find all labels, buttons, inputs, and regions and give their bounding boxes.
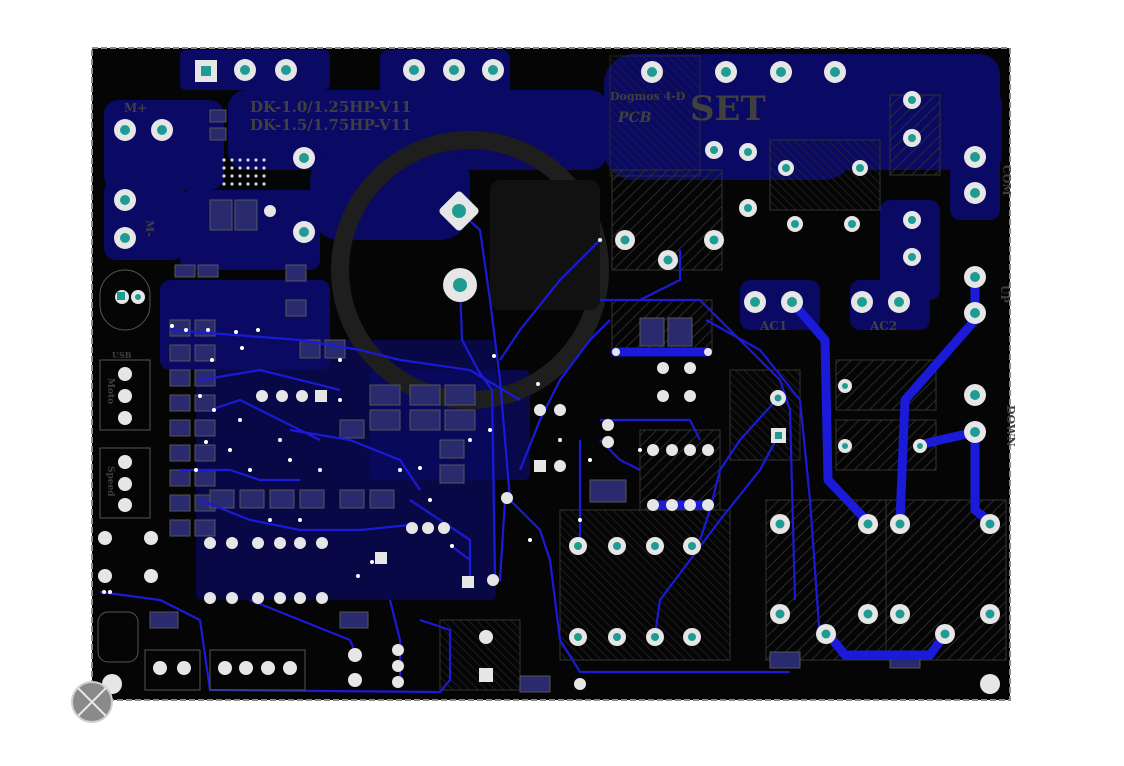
speed-label: Speed bbox=[105, 466, 115, 497]
board-title-line1: DK-1.0/1.25HP-V11 bbox=[250, 98, 412, 116]
large-relay-pads bbox=[439, 191, 479, 302]
pcb-logo: PCB bbox=[617, 110, 652, 126]
board-title-line2: DK-1.5/1.75HP-V11 bbox=[250, 116, 412, 134]
through-hole-pads bbox=[98, 59, 1000, 694]
moto-label: Moto bbox=[105, 378, 115, 404]
down-label: DOWN bbox=[1004, 405, 1017, 447]
usb-label: USB bbox=[112, 350, 132, 360]
connector-outlines bbox=[97, 269, 306, 691]
com-label: COM bbox=[1000, 165, 1013, 196]
m-plus-label: M+ bbox=[124, 101, 147, 115]
power-traces bbox=[610, 270, 995, 660]
ac1-label: AC1 bbox=[759, 319, 787, 333]
smd-components bbox=[149, 109, 921, 693]
copper-traces bbox=[99, 209, 822, 694]
vias bbox=[102, 238, 642, 594]
origin-crosshair-icon bbox=[71, 681, 113, 723]
set-label: SET bbox=[690, 89, 766, 129]
m-minus-label: M- bbox=[143, 220, 156, 237]
silkscreen-text: DK-1.0/1.25HP-V11 DK-1.5/1.75HP-V11 SET … bbox=[105, 89, 1017, 497]
ic-footprint-dots bbox=[222, 158, 266, 186]
up-label: UP bbox=[998, 285, 1011, 303]
ac2-label: AC2 bbox=[869, 319, 897, 333]
dz-label: Dogmos 4-D bbox=[610, 90, 686, 103]
